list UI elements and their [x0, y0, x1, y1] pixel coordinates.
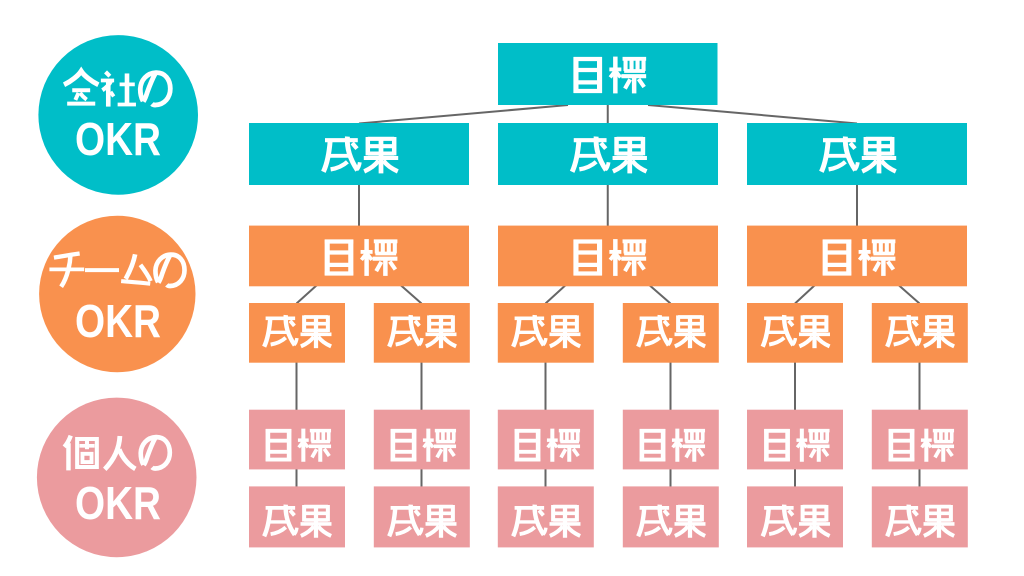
svg-text:OKR: OKR: [75, 295, 161, 347]
svg-text:OKR: OKR: [75, 477, 161, 529]
svg-text:OKR: OKR: [75, 113, 161, 165]
